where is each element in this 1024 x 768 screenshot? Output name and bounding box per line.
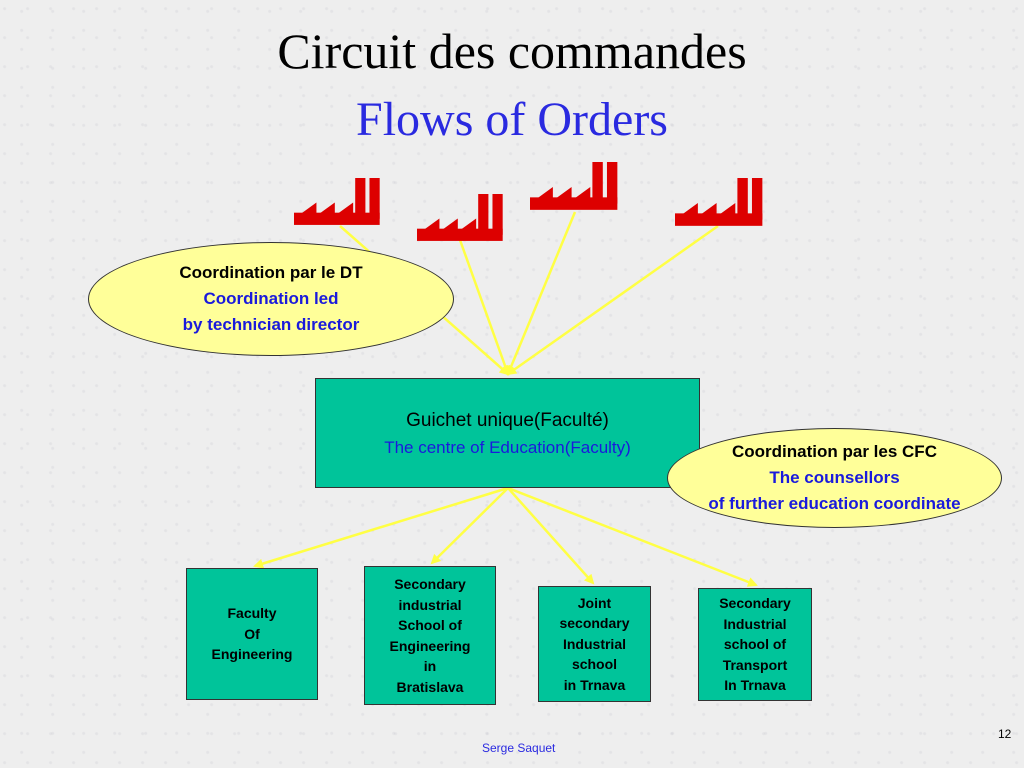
slide-title-english: Flows of Orders xyxy=(356,93,668,146)
school-line: school xyxy=(571,656,618,673)
school-line: Transport xyxy=(722,656,788,673)
school-line: industrial xyxy=(398,596,462,613)
coordination-cfc-english-line1: The counsellors xyxy=(769,468,900,487)
arrow-centre-to-faculty xyxy=(253,486,509,569)
arrow-factory3-to-centre xyxy=(506,211,577,376)
coordination-dt-ellipse: Coordination par le DT Coordination led … xyxy=(88,242,454,356)
school-line: in xyxy=(423,658,437,674)
school-line: Faculty xyxy=(227,605,277,622)
school-line: Secondary xyxy=(719,595,791,612)
school-box-secondary-industrial-bratislava: Secondary industrial School of Engineeri… xyxy=(364,566,496,705)
slide-title-french: Circuit des commandes xyxy=(277,23,747,79)
school-line: Of xyxy=(244,625,260,642)
factory-icon xyxy=(530,162,618,210)
school-box-joint-secondary-trnava: Joint secondary Industrial school in Trn… xyxy=(538,586,651,702)
arrow-centre-to-joint-trnava xyxy=(507,487,595,585)
centre-of-education-box: Guichet unique(Faculté) The centre of Ed… xyxy=(315,378,700,488)
school-line: school of xyxy=(723,636,787,653)
factory-icon xyxy=(675,178,763,226)
page-number: 12 xyxy=(998,727,1012,741)
school-line: Joint xyxy=(577,594,612,611)
school-line: Industrial xyxy=(562,635,626,652)
school-line: In Trnava xyxy=(724,677,786,694)
school-line: Secondary xyxy=(394,576,466,592)
arrow-factory4-to-centre xyxy=(506,224,719,376)
school-box-transport-trnava: Secondary Industrial school of Transport… xyxy=(698,588,812,701)
school-line: secondary xyxy=(559,615,630,632)
coordination-dt-english-line1: Coordination led xyxy=(203,289,339,308)
coordination-cfc-french: Coordination par les CFC xyxy=(732,442,937,461)
factory-icon xyxy=(417,194,503,241)
school-line: Industrial xyxy=(723,615,787,632)
coordination-cfc-english-line2: of further education coordinate xyxy=(708,494,961,513)
footer-author: Serge Saquet xyxy=(482,741,556,755)
arrow-centre-to-transport-trnava xyxy=(507,486,758,587)
arrow-centre-to-bratislava xyxy=(430,487,509,565)
coordination-cfc-ellipse: Coordination par les CFC The counsellors… xyxy=(667,428,1002,528)
school-line: Engineering xyxy=(211,646,293,663)
centre-english-label: The centre of Education(Faculty) xyxy=(384,438,631,457)
centre-french-label: Guichet unique(Faculté) xyxy=(406,410,609,431)
school-line: Bratislava xyxy=(396,678,464,695)
factory-icon xyxy=(294,178,380,225)
school-line: School of xyxy=(398,617,462,633)
coordination-dt-english-line2: by technician director xyxy=(182,315,360,334)
school-line: in Trnava xyxy=(563,676,626,693)
coordination-dt-french: Coordination par le DT xyxy=(179,263,363,282)
school-box-faculty-of-engineering: Faculty Of Engineering xyxy=(186,568,318,700)
school-line: Engineering xyxy=(389,637,471,654)
arrow-factory2-to-centre xyxy=(458,239,511,376)
